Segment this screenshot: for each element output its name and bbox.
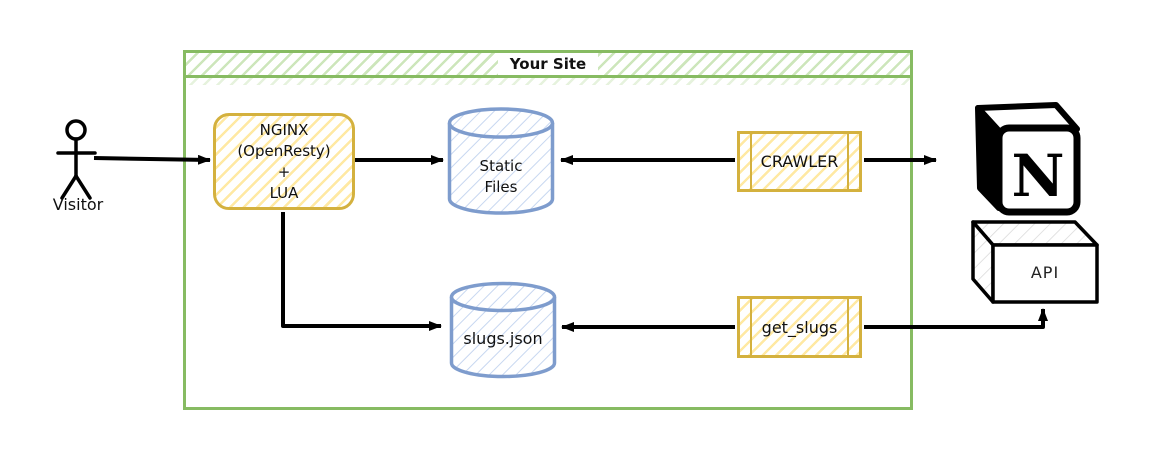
notion-letter: N — [1011, 142, 1064, 210]
api-box-shape — [971, 220, 1099, 304]
static-files-label: Static Files — [446, 156, 556, 198]
stick-figure-icon — [56, 119, 97, 200]
container-body-hatch — [186, 78, 910, 85]
get-slugs-label: get_slugs — [761, 317, 838, 337]
static-files-label-line: Static — [479, 157, 523, 175]
visitor-label: Visitor — [52, 195, 104, 214]
database-cylinder-static-files — [447, 107, 555, 215]
nginx-label-line: (OpenResty) — [237, 141, 331, 160]
your-site-header: Your Site — [186, 53, 910, 78]
slugs-json-label: slugs.json — [463, 329, 543, 348]
your-site-title: Your Site — [497, 53, 599, 75]
node-get-slugs: get_slugs — [737, 296, 862, 358]
node-nginx: NGINX (OpenResty) + LUA — [213, 113, 355, 210]
nginx-label-line: NGINX — [259, 120, 309, 139]
database-cylinder-slugs-json — [449, 281, 557, 379]
crawler-label: CRAWLER — [760, 152, 839, 171]
static-files-label-line: Files — [484, 178, 518, 196]
notion-cube-logo-icon: N — [975, 102, 1081, 216]
api-label: API — [1030, 263, 1060, 282]
subroutine-inner-line — [750, 133, 752, 190]
node-crawler: CRAWLER — [737, 131, 862, 192]
subroutine-inner-line — [750, 298, 752, 356]
subroutine-inner-line — [847, 298, 849, 356]
nginx-label-line: LUA — [269, 183, 299, 202]
subroutine-inner-line — [847, 133, 849, 190]
nginx-label-line: + — [277, 162, 291, 181]
